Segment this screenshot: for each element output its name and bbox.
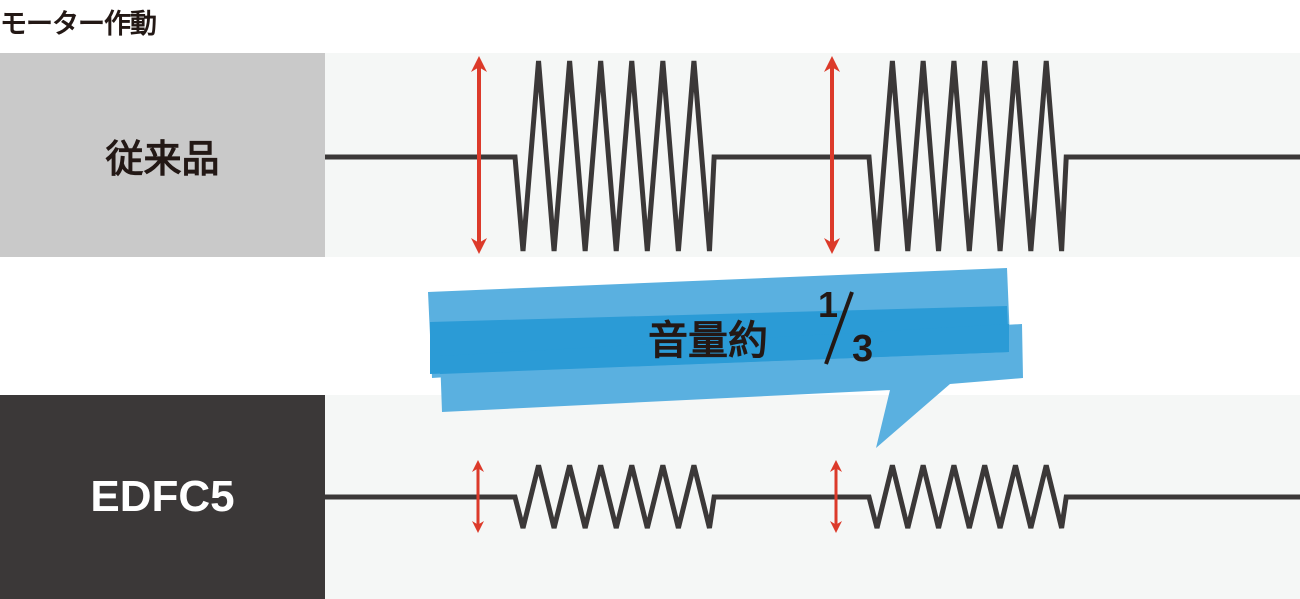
diagram-title: モーター作動: [0, 9, 157, 40]
fraction-numerator: 1: [818, 284, 839, 325]
row-label-conventional: 従来品: [0, 53, 325, 257]
fraction-denominator: 3: [852, 328, 874, 370]
waveform-conventional: [325, 60, 1300, 252]
waveform-edfc5: [325, 464, 1300, 529]
row-label-edfc5: EDFC5: [0, 395, 325, 599]
fraction-slash: [824, 291, 854, 365]
callout-banner: [428, 268, 1023, 448]
callout-text: 音量約: [648, 318, 768, 364]
